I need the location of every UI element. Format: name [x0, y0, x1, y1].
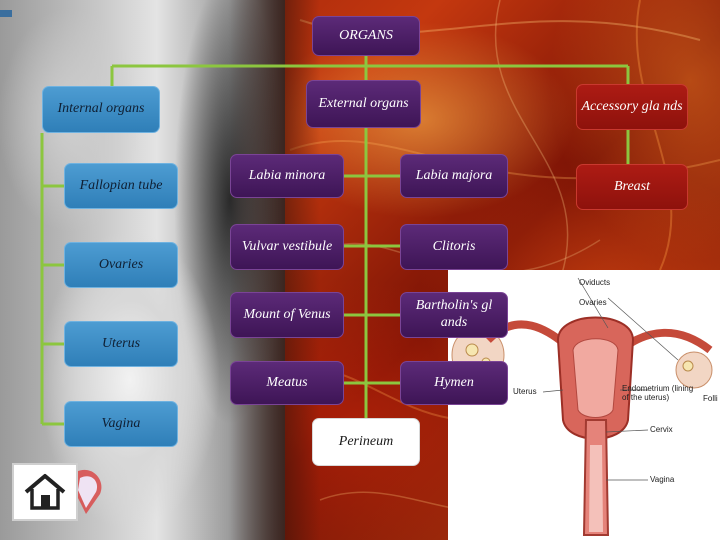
internal-item-fallopian-tube: Fallopian tube — [64, 163, 178, 209]
external-item-labia-minora: Labia minora — [230, 154, 344, 198]
uterus-illustration-graphic — [451, 277, 713, 536]
home-button[interactable] — [12, 463, 78, 521]
torso-edge-fade — [230, 0, 320, 540]
external-item-vulvar-vestibule: Vulvar vestibule — [230, 224, 344, 270]
external-item-meatus: Meatus — [230, 361, 344, 405]
external-item-labia-majora: Labia majora — [400, 154, 508, 198]
label-follicle: Folli — [703, 394, 718, 403]
external-item-bartholins-glands: Bartholin's gl ands — [400, 292, 508, 338]
accessory-item-breast: Breast — [576, 164, 688, 210]
external-item-hymen: Hymen — [400, 361, 508, 405]
heart-decoration — [74, 469, 102, 514]
corner-marker — [0, 10, 12, 17]
external-organs-node: External organs — [306, 80, 421, 128]
internal-item-uterus: Uterus — [64, 321, 178, 367]
external-item-clitoris: Clitoris — [400, 224, 508, 270]
root-node-organs: ORGANS — [312, 16, 420, 56]
label-uterus: Uterus — [513, 387, 537, 396]
label-cervix: Cervix — [650, 425, 673, 434]
label-ovaries: Ovaries — [579, 298, 607, 307]
accessory-glands-node: Accessory gla nds — [576, 84, 688, 130]
label-oviducts: Oviducts — [579, 278, 611, 287]
label-endometrium: Endometrium (lining of the uterus) — [622, 384, 694, 402]
internal-item-ovaries: Ovaries — [64, 242, 178, 288]
internal-organs-node: Internal organs — [42, 86, 160, 133]
external-item-mount-of-venus: Mount of Venus — [230, 292, 344, 338]
external-item-perineum: Perineum — [312, 418, 420, 466]
internal-item-vagina: Vagina — [64, 401, 178, 447]
label-vagina: Vagina — [650, 475, 675, 484]
home-icon — [24, 474, 66, 510]
